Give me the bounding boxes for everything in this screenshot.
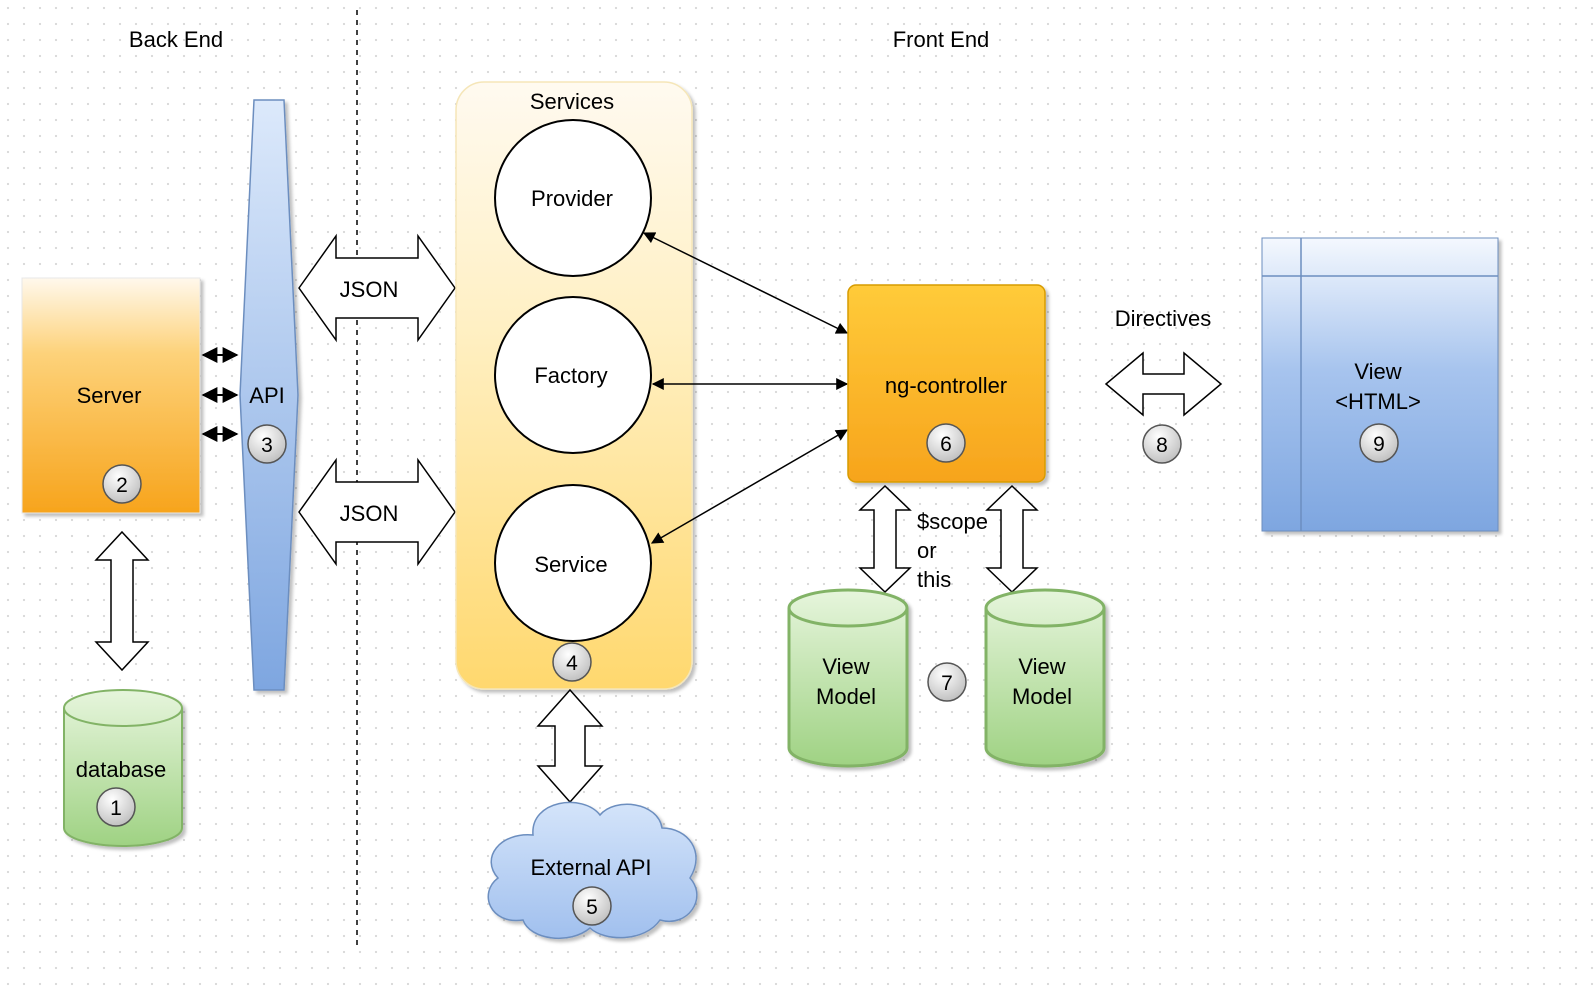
- factory-node[interactable]: [494, 296, 652, 454]
- server-label: Server: [77, 383, 142, 408]
- view-html-line2: <HTML>: [1335, 389, 1421, 414]
- directives-arrow: [1104, 351, 1223, 417]
- svg-text:4: 4: [566, 652, 578, 675]
- svg-text:9: 9: [1373, 433, 1385, 456]
- svg-text:8: 8: [1156, 434, 1168, 457]
- view-model-right[interactable]: [984, 588, 1106, 768]
- svg-text:$scope: $scope: [917, 509, 988, 534]
- controller-viewmodel-left-arrow: [858, 484, 912, 594]
- server-database-arrow: [94, 530, 150, 672]
- view-html-badge: 9: [1359, 423, 1399, 463]
- server-badge: 2: [102, 464, 142, 504]
- view-model-left[interactable]: [787, 588, 909, 768]
- front-end-header: Front End: [893, 27, 990, 52]
- json-arrow-bottom: JSON: [298, 457, 456, 567]
- svg-text:6: 6: [940, 433, 952, 456]
- database-label: database: [76, 757, 167, 782]
- service-node[interactable]: [494, 484, 652, 642]
- controller-viewmodel-right-arrow: [985, 484, 1039, 594]
- svg-text:2: 2: [116, 474, 128, 497]
- external-api-label: External API: [530, 855, 651, 880]
- service-controller-arrow: [650, 429, 849, 544]
- json-arrow-top: JSON: [298, 233, 456, 343]
- database-node[interactable]: [63, 689, 183, 847]
- external-api-cloud[interactable]: [487, 801, 698, 940]
- provider-node[interactable]: [494, 119, 652, 277]
- view-html-line1: View: [1354, 359, 1401, 384]
- view-model-left-line2: Model: [816, 684, 876, 709]
- scope-or-this-label: $scope or this: [917, 509, 988, 592]
- svg-text:JSON: JSON: [340, 277, 399, 302]
- svg-text:or: or: [917, 538, 937, 563]
- view-html-node[interactable]: [1261, 237, 1499, 532]
- api-node[interactable]: [239, 99, 299, 691]
- view-model-left-line1: View: [822, 654, 869, 679]
- directives-label: Directives: [1115, 306, 1212, 331]
- services-title: Services: [530, 89, 614, 114]
- database-badge: 1: [96, 787, 136, 827]
- ng-controller-badge: 6: [926, 423, 966, 463]
- provider-label: Provider: [531, 186, 613, 211]
- directives-badge: 8: [1142, 424, 1182, 464]
- factory-label: Factory: [534, 363, 607, 388]
- api-label: API: [249, 383, 284, 408]
- view-model-right-line2: Model: [1012, 684, 1072, 709]
- view-model-right-line1: View: [1018, 654, 1065, 679]
- service-label: Service: [534, 552, 607, 577]
- ng-controller-node[interactable]: [847, 284, 1046, 483]
- back-end-header: Back End: [129, 27, 223, 52]
- services-badge: 4: [552, 642, 592, 682]
- svg-text:5: 5: [586, 896, 598, 919]
- svg-text:JSON: JSON: [340, 501, 399, 526]
- svg-text:3: 3: [261, 434, 273, 457]
- provider-controller-arrow: [642, 232, 849, 334]
- external-api-badge: 5: [572, 886, 612, 926]
- services-external-api-arrow: [536, 688, 604, 804]
- svg-text:1: 1: [110, 797, 122, 820]
- api-badge: 3: [247, 424, 287, 464]
- svg-text:this: this: [917, 567, 951, 592]
- svg-text:7: 7: [941, 672, 953, 695]
- ng-controller-label: ng-controller: [885, 373, 1007, 398]
- view-models-badge: 7: [927, 662, 967, 702]
